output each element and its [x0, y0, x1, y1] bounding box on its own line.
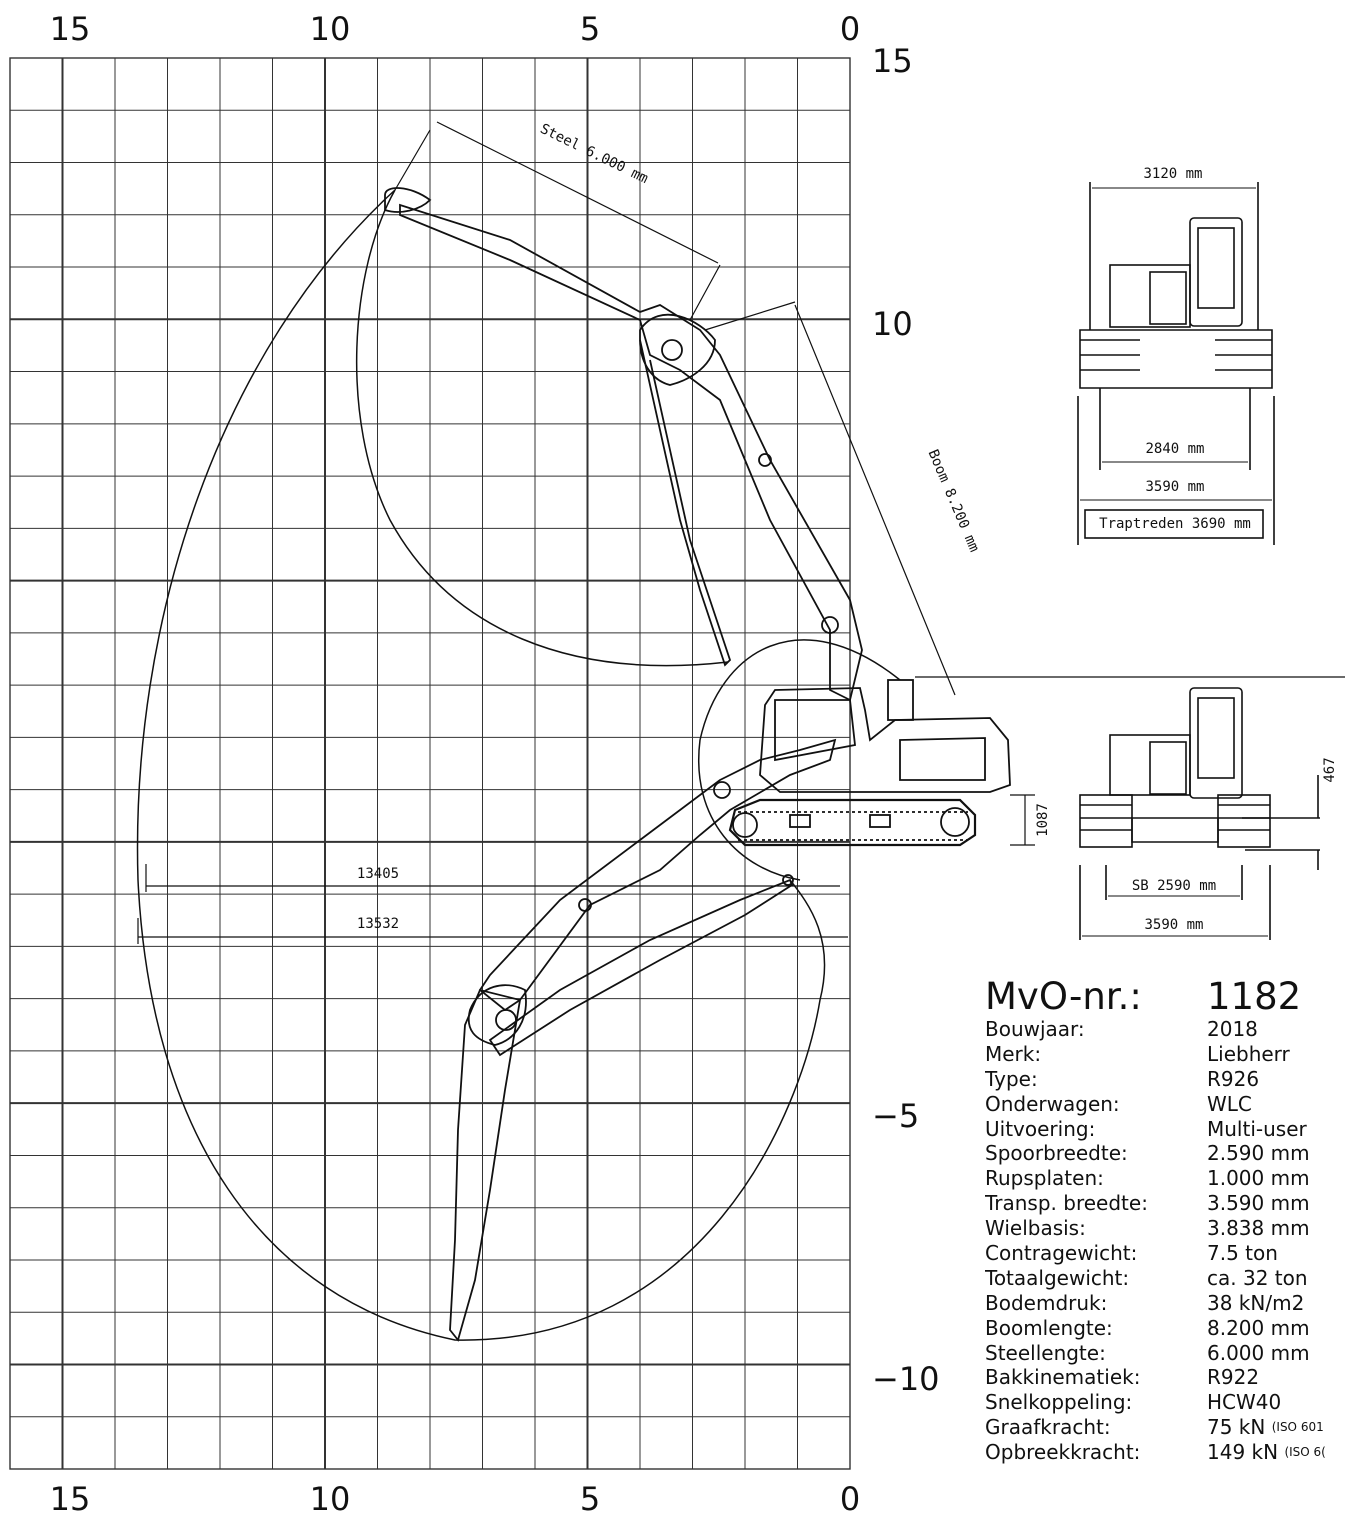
- spec-label: Transp. breedte:: [985, 1191, 1148, 1216]
- front-view-bottom: [1079, 687, 1320, 940]
- spec-row: Uitvoering: Multi-user: [985, 1117, 1345, 1142]
- spec-label: Type:: [985, 1066, 1038, 1091]
- spec-row: Spoorbreedte: 2.590 mm: [985, 1141, 1345, 1166]
- spec-note: (ISO 6(: [1284, 1445, 1326, 1460]
- spec-value: 149 kN: [1207, 1440, 1279, 1465]
- spec-label: Spoorbreedte:: [985, 1141, 1128, 1166]
- spec-row: Bakkinematiek: R922: [985, 1365, 1345, 1390]
- spec-value: Multi-user: [1207, 1116, 1307, 1141]
- spec-value: 38 kN/m2: [1207, 1290, 1305, 1315]
- spec-label: Snelkoppeling:: [985, 1390, 1133, 1415]
- spec-label: Bouwjaar:: [985, 1017, 1085, 1041]
- axis-label-top-0: 0: [840, 10, 860, 48]
- spec-value: 8.200 mm: [1207, 1315, 1310, 1340]
- reach-envelope: [136, 189, 901, 1341]
- front-view-top: [1077, 182, 1275, 545]
- spec-label: Contragewicht:: [985, 1241, 1138, 1266]
- spec-value: WLC: [1207, 1091, 1252, 1116]
- spec-row: Merk: Liebherr: [985, 1042, 1345, 1067]
- track-height-label: 1087: [1035, 803, 1051, 837]
- spec-label: Opbreekkracht:: [985, 1440, 1141, 1465]
- axis-label-right-neg10: −10: [872, 1360, 940, 1398]
- spec-row: Rupsplaten: 1.000 mm: [985, 1166, 1345, 1191]
- top-track-gauge-label: 2840 mm: [1145, 441, 1204, 457]
- spec-value: 2018: [1207, 1017, 1258, 1041]
- spec-label: Uitvoering:: [985, 1116, 1096, 1141]
- top-axis-labels: 15 10 5 0: [50, 10, 861, 48]
- bottom-track-gauge-label: SB 2590 mm: [1132, 878, 1216, 894]
- top-transport-width-label: 3590 mm: [1145, 479, 1204, 495]
- axis-label-bottom-10: 10: [310, 1480, 351, 1518]
- axis-label-top-10: 10: [310, 10, 351, 48]
- right-axis-labels: 15 10 −5 −10: [872, 42, 940, 1398]
- spec-row: Totaalgewicht: ca. 32 ton: [985, 1266, 1345, 1291]
- spec-value: ca. 32 ton: [1207, 1265, 1308, 1290]
- spec-label: Boomlengte:: [985, 1315, 1113, 1340]
- working-range-grid: [9, 57, 851, 1470]
- axis-label-bottom-5: 5: [580, 1480, 600, 1518]
- axis-label-top-15: 15: [50, 10, 91, 48]
- spec-label: Graafkracht:: [985, 1415, 1111, 1440]
- spec-row: Onderwagen: WLC: [985, 1092, 1345, 1117]
- spec-heading: MvO-nr.: 1182: [985, 975, 1345, 1018]
- spec-value: 75 kN: [1207, 1415, 1266, 1440]
- stick-length-label: Steel 6.000 mm: [537, 121, 650, 187]
- spec-row: Boomlengte: 8.200 mm: [985, 1316, 1345, 1341]
- axis-label-right-15: 15: [872, 42, 913, 80]
- spec-row: Type: R926: [985, 1067, 1345, 1092]
- spec-label: Bodemdruk:: [985, 1290, 1108, 1315]
- spec-value: Liebherr: [1207, 1041, 1290, 1066]
- spec-row: Bodemdruk: 38 kN/m2: [985, 1291, 1345, 1316]
- machine-number-label: MvO-nr.:: [985, 975, 1142, 1018]
- spec-row: Snelkoppeling: HCW40: [985, 1390, 1345, 1415]
- spec-row: Opbreekkracht: 149 kN (ISO 6(: [985, 1440, 1345, 1465]
- boom-length-label: Boom 8.200 mm: [925, 447, 983, 554]
- dimension-lines: [137, 121, 1345, 944]
- spec-label: Steellengte:: [985, 1340, 1106, 1365]
- spec-value: 3.838 mm: [1207, 1216, 1310, 1241]
- bottom-axis-labels: 15 10 5 0: [50, 1480, 861, 1518]
- axis-label-right-10: 10: [872, 305, 913, 343]
- machine-number-value: 1182: [1207, 975, 1302, 1018]
- spec-value: 6.000 mm: [1207, 1340, 1310, 1365]
- spec-row: Graafkracht: 75 kN (ISO 601: [985, 1415, 1345, 1440]
- top-steps-width-label: Traptreden 3690 mm: [1099, 516, 1251, 532]
- spec-label: Wielbasis:: [985, 1216, 1086, 1241]
- upper-boom-and-stick: [384, 187, 863, 702]
- reach-13532-label: 13532: [357, 916, 399, 932]
- spec-value: 7.5 ton: [1207, 1241, 1278, 1266]
- spec-value: HCW40: [1207, 1390, 1282, 1415]
- spec-row: Transp. breedte: 3.590 mm: [985, 1191, 1345, 1216]
- spec-value: 1.000 mm: [1207, 1166, 1310, 1191]
- spec-row: Contragewicht: 7.5 ton: [985, 1241, 1345, 1266]
- spec-label: Onderwagen:: [985, 1091, 1120, 1116]
- spec-value: R926: [1207, 1066, 1260, 1091]
- axis-label-bottom-15: 15: [50, 1480, 91, 1518]
- bottom-transport-width-label: 3590 mm: [1144, 917, 1203, 933]
- spec-label: Merk:: [985, 1041, 1042, 1066]
- lower-boom-and-stick: [449, 738, 837, 1342]
- spec-label: Totaalgewicht:: [985, 1265, 1130, 1290]
- spec-row: Steellengte: 6.000 mm: [985, 1341, 1345, 1366]
- spec-note: (ISO 601: [1271, 1420, 1324, 1435]
- spec-value: 3.590 mm: [1207, 1191, 1310, 1216]
- spec-value: R922: [1207, 1365, 1260, 1390]
- reach-13405-label: 13405: [357, 866, 399, 882]
- spec-row: Bouwjaar: 2018: [985, 1017, 1345, 1042]
- axis-label-top-5: 5: [580, 10, 600, 48]
- excavator-side-view: [728, 679, 1011, 847]
- spec-label: Bakkinematiek:: [985, 1365, 1141, 1390]
- spec-value: 2.590 mm: [1207, 1141, 1310, 1166]
- spec-label: Rupsplaten:: [985, 1166, 1104, 1191]
- spec-row: Wielbasis: 3.838 mm: [985, 1216, 1345, 1241]
- cab-offset-label: 467: [1322, 757, 1338, 782]
- axis-label-bottom-0: 0: [840, 1480, 860, 1518]
- top-cab-width-label: 3120 mm: [1143, 166, 1202, 182]
- axis-label-right-neg5: −5: [872, 1097, 919, 1135]
